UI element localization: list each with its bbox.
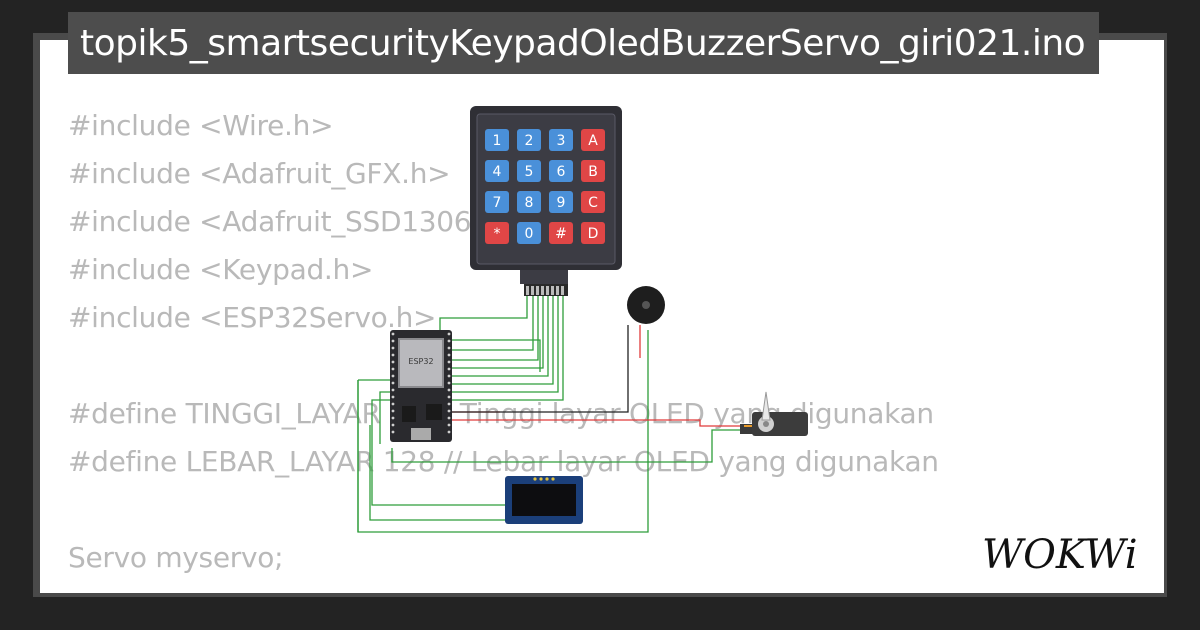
keypad-key-label: 4	[493, 164, 502, 180]
keypad-pin	[526, 286, 529, 295]
keypad-key	[517, 160, 541, 182]
keypad-key-label: 9	[557, 195, 566, 211]
esp32-pin	[391, 332, 395, 336]
keypad-key-label: 8	[525, 195, 534, 211]
esp32-pin	[447, 339, 451, 343]
keypad-key	[517, 222, 541, 244]
esp32-pin	[447, 395, 451, 399]
esp32-pin	[447, 381, 451, 385]
code-line: #include <ESP32Servo.h>	[68, 301, 437, 334]
keypad-key	[581, 222, 605, 244]
esp32-pin	[391, 367, 395, 371]
wokwi-logo: WOKWi	[982, 532, 1138, 576]
oled-display	[505, 476, 583, 524]
keypad-key-label: 0	[525, 226, 534, 242]
esp32-pin	[391, 339, 395, 343]
esp32-label: ESP32	[408, 357, 433, 366]
keypad-key-label: 3	[557, 133, 566, 149]
esp32-pin	[391, 360, 395, 364]
esp32-pin	[391, 409, 395, 413]
esp32-pin	[391, 353, 395, 357]
keypad-4x4: 1 2 3 A 4 5 6 B 7 8 9 C * 0 # D	[470, 106, 622, 296]
keypad-pin	[551, 286, 554, 295]
keypad-key	[581, 191, 605, 213]
keypad-key-label: A	[588, 133, 598, 149]
keypad-key-label: B	[588, 164, 598, 180]
keypad-key-label: D	[588, 226, 599, 242]
keypad-key	[517, 191, 541, 213]
esp32-pin	[447, 402, 451, 406]
project-title: topik5_smartsecurityKeypadOledBuzzerServ…	[80, 22, 1086, 64]
keypad-pin	[556, 286, 559, 295]
project-title-bar: topik5_smartsecurityKeypadOledBuzzerServ…	[68, 12, 1100, 74]
red-wire	[452, 419, 742, 427]
keypad-key-label: 5	[525, 164, 534, 180]
keypad-key-label: 7	[493, 195, 502, 211]
esp32-pin	[447, 430, 451, 434]
code-line: Servo myservo;	[68, 541, 284, 574]
keypad-key	[549, 191, 573, 213]
esp32-pin	[447, 409, 451, 413]
esp32-pin	[447, 423, 451, 427]
keypad-key	[549, 160, 573, 182]
code-line: const byte ROWS = 4; // jumlah baris key…	[68, 582, 939, 593]
esp32-pin	[447, 332, 451, 336]
keypad-key-label: #	[555, 226, 567, 242]
keypad-key-label: 6	[557, 164, 566, 180]
code-line: #include <Adafruit_SSD1306.h>	[68, 205, 521, 238]
keypad-key-label: *	[494, 226, 501, 242]
buzzer	[627, 286, 665, 324]
esp32-pin	[447, 416, 451, 420]
esp32-pin	[391, 374, 395, 378]
black-wire	[452, 325, 629, 413]
esp32-pin	[391, 402, 395, 406]
keypad-key-label: 1	[493, 133, 502, 149]
esp32-pin	[391, 395, 395, 399]
esp32-pin	[391, 416, 395, 420]
keypad-key-label: C	[588, 195, 598, 211]
keypad-key	[485, 222, 509, 244]
wokwi-logo-text: WOKWi	[982, 532, 1138, 576]
esp32-pin	[447, 374, 451, 378]
esp32-pin	[391, 381, 395, 385]
keypad-key	[549, 129, 573, 151]
keypad-key	[485, 191, 509, 213]
code-line: #include <Wire.h>	[68, 109, 334, 142]
keypad-key	[581, 160, 605, 182]
esp32-pin	[391, 388, 395, 392]
servo-motor	[740, 391, 808, 436]
code-line: #include <Keypad.h>	[68, 253, 374, 286]
keypad-pin	[531, 286, 534, 295]
esp32-pin	[447, 360, 451, 364]
code-preview: #include <Wire.h> #include <Adafruit_GFX…	[68, 102, 939, 593]
keypad-key	[485, 160, 509, 182]
keypad-key-label: 2	[525, 133, 534, 149]
esp32-pin	[391, 346, 395, 350]
esp32-pin	[391, 423, 395, 427]
keypad-key	[517, 129, 541, 151]
esp32-pin	[447, 367, 451, 371]
esp32-pin	[391, 430, 395, 434]
keypad-pin	[541, 286, 544, 295]
keypad-key	[581, 129, 605, 151]
esp32-pin	[447, 388, 451, 392]
esp32-pin	[447, 346, 451, 350]
code-line: #include <Adafruit_GFX.h>	[68, 157, 451, 190]
esp32-pin	[447, 353, 451, 357]
keypad-pin	[561, 286, 564, 295]
esp32-board: ESP32	[390, 330, 452, 442]
keypad-key	[485, 129, 509, 151]
keypad-pin	[536, 286, 539, 295]
keypad-pin	[546, 286, 549, 295]
keypad-key	[549, 222, 573, 244]
